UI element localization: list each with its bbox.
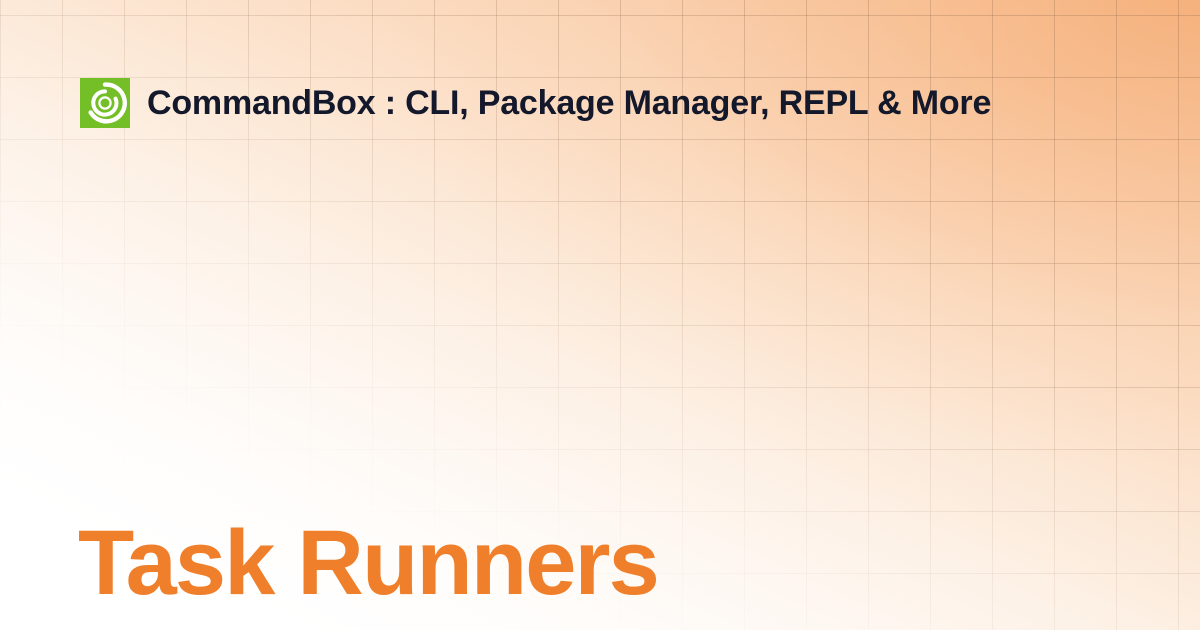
page-title: Task Runners [78, 511, 660, 614]
site-title: CommandBox : CLI, Package Manager, REPL … [147, 84, 992, 122]
commandbox-spiral-logo-icon [80, 78, 130, 128]
brand-header: CommandBox : CLI, Package Manager, REPL … [80, 78, 991, 128]
